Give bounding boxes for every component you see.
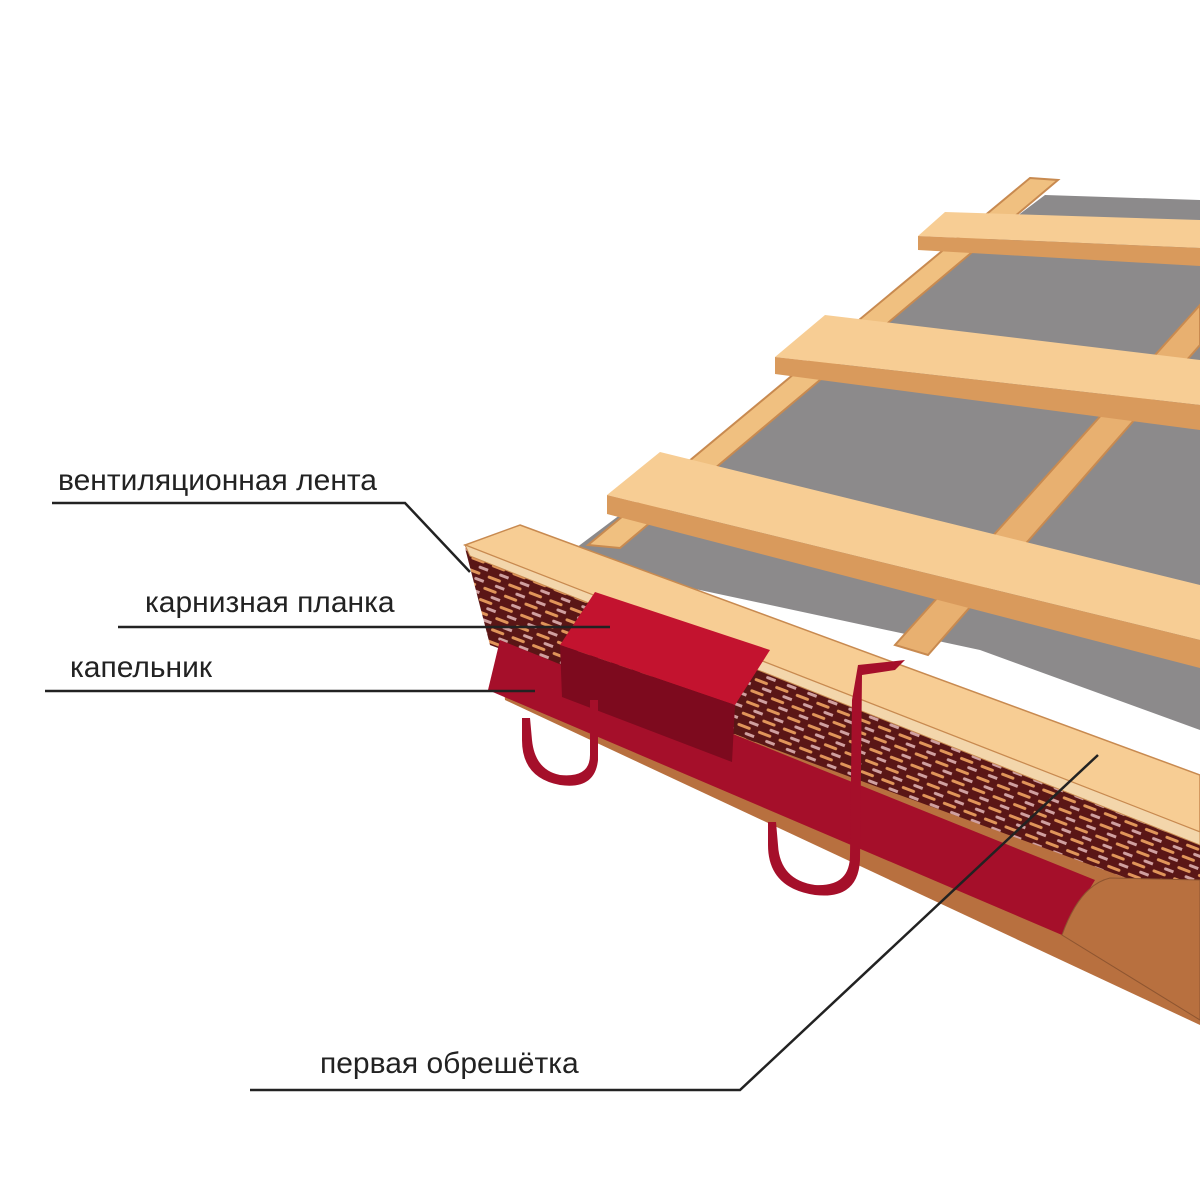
label-eave-strip: карнизная планка: [145, 586, 395, 619]
leader-ventilation-tape: [52, 501, 471, 573]
gutter-hook-1: [522, 700, 598, 786]
leader-first-batten: [250, 754, 1099, 1092]
label-drip-edge: капельник: [70, 651, 213, 684]
eave-strip-top: [560, 592, 770, 705]
label-first-batten: первая обрешётка: [320, 1047, 579, 1080]
label-ventilation-tape: вентиляционная лента: [58, 464, 377, 497]
eave-strip-front: [560, 645, 735, 762]
batten-lower-edge: [607, 495, 1200, 668]
batten-top-edge: [918, 236, 1200, 266]
batten-lower: [607, 452, 1200, 640]
batten-middle: [775, 315, 1200, 405]
batten-middle-edge: [775, 357, 1200, 430]
gutter-hook-2: [768, 660, 905, 896]
first-batten: [462, 524, 1200, 833]
gutter-end: [1061, 877, 1200, 1021]
